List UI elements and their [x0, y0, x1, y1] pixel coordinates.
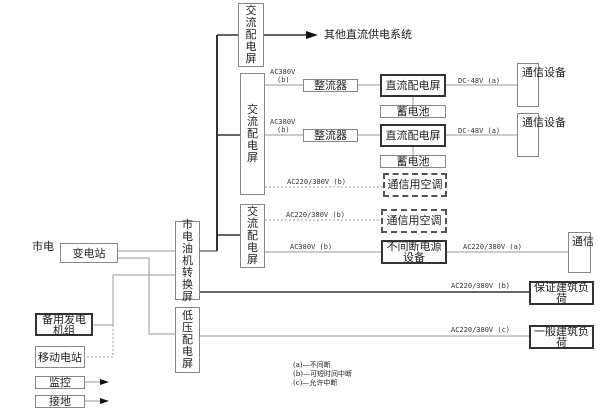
low-voltage-panel: 低压配电屏 [175, 307, 200, 373]
voltage-label: AC220/380V (b) [286, 211, 346, 219]
rectifier-2: 整流器 [303, 129, 358, 142]
voltage-label: DC-48V (a) [458, 127, 501, 135]
monitor-box: 监控 [35, 376, 85, 389]
ac-unit-1: 通信用空调 [383, 173, 447, 197]
voltage-label: AC380V (b) [290, 243, 333, 251]
comm-equip-label: 通信设备 [522, 66, 566, 79]
voltage-label: AC220/380V (a) [463, 243, 523, 251]
ac-unit-2: 通信用空调 [381, 209, 447, 233]
ac-panel-3: 交流配电屏 [240, 204, 265, 268]
voltage-label: AC220/380V (c) [451, 326, 511, 334]
city-power-label: 市电 [32, 240, 54, 253]
comm-equip-box-1 [517, 63, 539, 107]
other-dc-label: 其他直流供电系统 [324, 28, 412, 41]
generator-box: 备用发电机组 [35, 313, 93, 336]
voltage-label: AC380V [270, 68, 296, 76]
comm-box [568, 232, 591, 273]
battery-2: 蓄电池 [380, 155, 446, 168]
general-load-box: 一般建筑负荷 [529, 325, 594, 349]
voltage-label: (b) [277, 126, 290, 134]
dc-panel-2: 直流配电屏 [380, 124, 446, 147]
mobile-station-box: 移动电站 [35, 346, 85, 368]
voltage-label: DC-48V (a) [458, 77, 501, 85]
voltage-label: AC220/380V (b) [287, 178, 347, 186]
legend: (a)—不间断 (b)—可短时间中断 (c)—允许中断 [293, 361, 352, 388]
ac-panel-1: 交流配电屏 [238, 3, 264, 67]
comm-label: 通信 [572, 235, 594, 248]
ac-panel-2: 交流配电屏 [240, 73, 265, 195]
legend-item: (b)—可短时间中断 [293, 370, 352, 378]
dc-panel-1: 直流配电屏 [380, 74, 446, 97]
battery-1: 蓄电池 [380, 105, 446, 118]
rectifier-1: 整流器 [303, 79, 358, 92]
comm-equip-box-2 [517, 113, 539, 157]
transfer-panel: 市电油机转换屏 [175, 218, 200, 302]
legend-item: (a)—不间断 [293, 361, 331, 369]
guaranteed-load-box: 保证建筑负荷 [529, 281, 594, 305]
arrow-icon [306, 31, 318, 39]
voltage-label: AC220/380V (b) [451, 282, 511, 290]
ups-box: 不间断电源设备 [381, 240, 447, 264]
arrow-icon [100, 398, 109, 404]
voltage-label: (b) [277, 76, 290, 84]
ground-box: 接地 [35, 395, 85, 408]
substation-box: 变电站 [60, 243, 118, 263]
comm-equip-label: 通信设备 [522, 116, 566, 129]
legend-item: (c)—允许中断 [293, 379, 338, 387]
voltage-label: AC380V [270, 118, 296, 126]
arrow-icon [100, 379, 109, 385]
